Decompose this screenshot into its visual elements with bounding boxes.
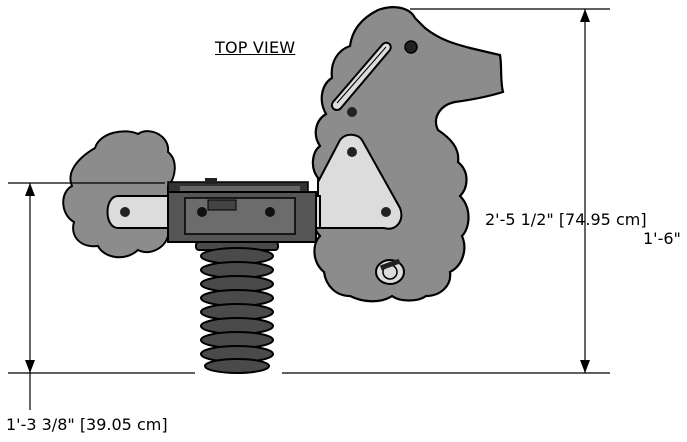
coil-spring xyxy=(195,241,279,374)
eye-bolt xyxy=(404,40,418,54)
handle-bolt xyxy=(375,258,405,285)
seat-height-dimension: 1'-3 3/8" [39.05 cm] xyxy=(6,415,168,434)
tail-shape xyxy=(62,130,176,259)
dimension-lines xyxy=(8,8,610,410)
overlap-dimension-label: 1'-6" xyxy=(643,229,681,248)
mounting-plate xyxy=(317,133,403,230)
seat-bracket xyxy=(167,178,317,243)
neck-bolt xyxy=(347,107,357,117)
overall-height-dimension: 2'-5 1/2" [74.95 cm] xyxy=(485,210,647,229)
neck-slot xyxy=(331,41,392,112)
view-title: TOP VIEW xyxy=(215,38,296,57)
